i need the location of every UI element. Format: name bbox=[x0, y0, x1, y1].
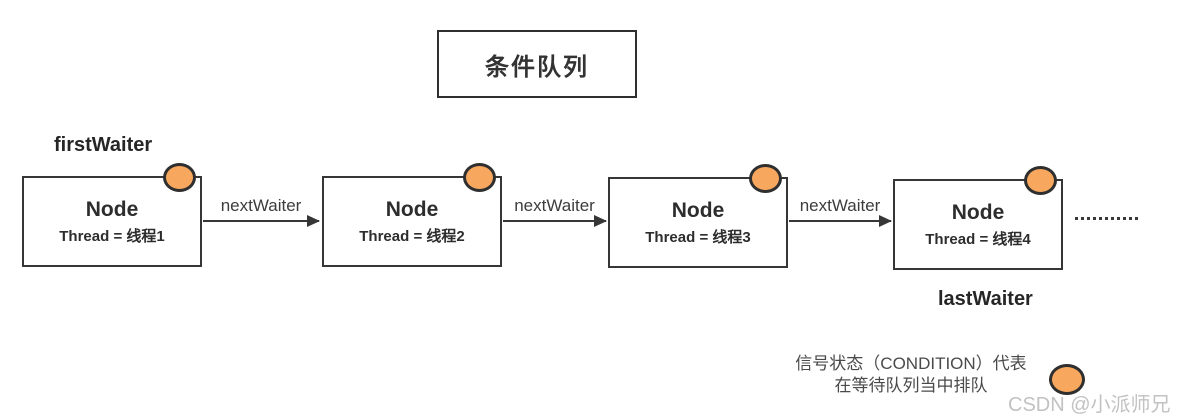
node-thread-value: Thread = 线程2 bbox=[359, 227, 465, 245]
node-box-2: Node Thread = 线程2 bbox=[322, 163, 502, 267]
condition-marker-icon bbox=[163, 163, 196, 192]
node-box-1: Node Thread = 线程1 bbox=[22, 163, 202, 267]
node-title: Node bbox=[85, 197, 139, 221]
node-thread-value: Thread = 线程1 bbox=[59, 227, 165, 245]
node-box-3: Node Thread = 线程3 bbox=[608, 164, 788, 268]
condition-marker-icon bbox=[749, 164, 782, 193]
arrow-head-icon bbox=[594, 215, 607, 227]
node-title: Node bbox=[385, 197, 439, 221]
arrow-line bbox=[789, 215, 892, 227]
last-waiter-label: lastWaiter bbox=[938, 288, 1033, 310]
node-title: Node bbox=[951, 200, 1005, 224]
ellipsis-dots bbox=[1075, 217, 1138, 220]
legend-condition-marker-icon bbox=[1049, 364, 1085, 395]
arrow-head-icon bbox=[307, 215, 320, 227]
condition-marker-icon bbox=[1024, 166, 1057, 195]
condition-marker-icon bbox=[463, 163, 496, 192]
legend: 信号状态（CONDITION）代表 在等待队列当中排队 bbox=[786, 353, 1036, 397]
edge-label: nextWaiter bbox=[799, 196, 881, 215]
node-thread-value: Thread = 线程4 bbox=[925, 230, 1031, 248]
diagram-title: 条件队列 bbox=[485, 53, 589, 81]
next-waiter-edge-1: nextWaiter bbox=[203, 194, 320, 227]
node-title: Node bbox=[671, 198, 725, 222]
first-waiter-label: firstWaiter bbox=[54, 134, 153, 156]
arrow-line bbox=[203, 215, 320, 227]
edge-label: nextWaiter bbox=[514, 196, 595, 215]
next-waiter-edge-2: nextWaiter bbox=[503, 194, 607, 227]
node-box-4: Node Thread = 线程4 bbox=[893, 166, 1063, 270]
arrow-line bbox=[503, 215, 607, 227]
arrow-head-icon bbox=[879, 215, 892, 227]
legend-line-1: 信号状态（CONDITION）代表 bbox=[795, 354, 1027, 373]
watermark: CSDN @小派师兄 bbox=[1008, 394, 1171, 416]
title-box: 条件队列 bbox=[437, 30, 637, 98]
next-waiter-edge-3: nextWaiter bbox=[789, 194, 892, 227]
legend-line-2: 在等待队列当中排队 bbox=[834, 376, 988, 395]
node-thread-value: Thread = 线程3 bbox=[645, 228, 751, 246]
edge-label: nextWaiter bbox=[220, 196, 302, 215]
